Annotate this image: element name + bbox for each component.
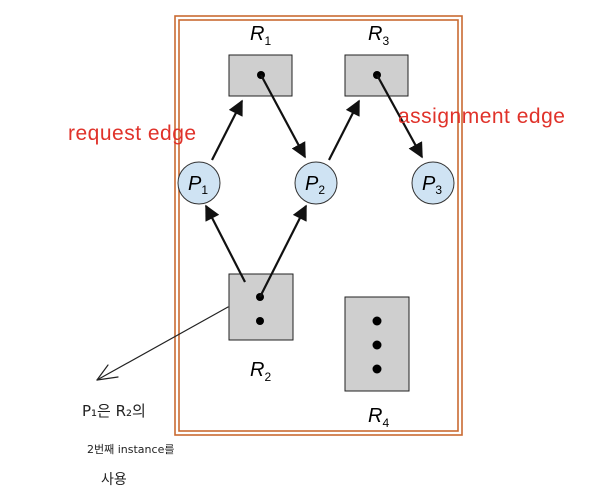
note-line-1: P₁은 R₂의	[82, 402, 146, 420]
p1-label: P1	[188, 173, 208, 197]
resource-r1: R1	[228, 23, 293, 97]
p3-label: P3	[422, 173, 442, 197]
edge-r2-to-p2	[259, 204, 307, 298]
edge-p2-to-r3	[328, 99, 360, 161]
edge-p1-to-r1	[211, 99, 243, 161]
edge-r1-to-p2	[260, 74, 306, 159]
request-edge-label: request edge	[68, 122, 197, 145]
annotation-pointer	[96, 306, 229, 381]
process-p1: P1	[177, 161, 221, 205]
edge-r3-to-p3	[376, 74, 423, 159]
p2-label: P2	[305, 173, 325, 197]
handwritten-note: P₁은 R₂의 2번째 instance를 사용	[82, 402, 174, 488]
r4-instance-dot-2	[372, 340, 382, 350]
assignment-edge-label: assignment edge	[398, 105, 565, 128]
resource-r3: R3	[344, 23, 409, 97]
graph-edges	[205, 74, 423, 298]
r4-label: R4	[368, 405, 389, 430]
edge-r2-to-p1	[205, 204, 246, 283]
r1-label: R1	[250, 23, 271, 48]
resource-r4: R4	[344, 296, 410, 430]
graph-frame	[174, 15, 463, 436]
resource-r2: R2	[228, 273, 294, 384]
process-p3: P3	[411, 161, 455, 205]
r2-label: R2	[250, 359, 271, 384]
process-p2: P2	[294, 161, 338, 205]
r3-label: R3	[368, 23, 389, 48]
note-line-2: 2번째 instance를	[87, 443, 174, 456]
note-line-3: 사용	[101, 472, 127, 488]
r4-instance-dot-3	[372, 364, 382, 374]
r4-instance-dot-1	[372, 316, 382, 326]
r2-instance-dot-2	[256, 317, 264, 325]
